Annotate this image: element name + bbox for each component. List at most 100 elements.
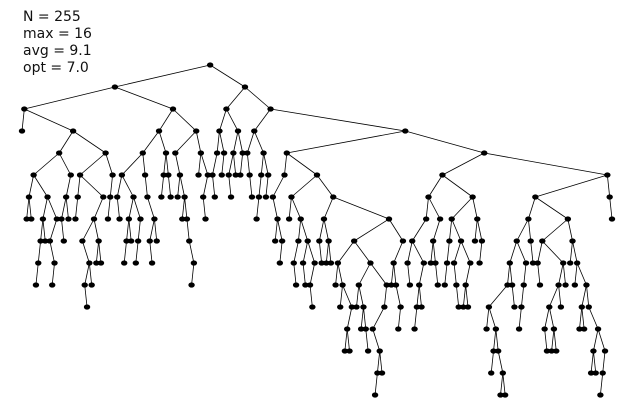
tree-node — [360, 304, 367, 310]
tree-node — [186, 238, 193, 244]
tree-edge — [181, 196, 185, 220]
tree-node — [151, 216, 158, 222]
tree-node — [469, 194, 476, 200]
tree-node — [121, 260, 128, 266]
tree-node — [453, 282, 460, 288]
tree-edge — [425, 196, 429, 220]
tree-node — [353, 304, 360, 310]
tree-edge — [562, 262, 566, 286]
tree-node — [204, 172, 212, 178]
tree-edge — [451, 218, 462, 242]
tree-edge — [121, 152, 144, 176]
tree-edge — [272, 174, 285, 198]
tree-node — [155, 128, 163, 134]
tree-node — [555, 282, 562, 288]
tree-node — [511, 304, 518, 310]
tree-edge — [237, 130, 244, 154]
tree-node — [51, 260, 58, 266]
tree-edge — [323, 196, 334, 220]
tree-node — [116, 216, 123, 222]
tree-node — [371, 392, 379, 398]
tree-node — [462, 282, 469, 288]
tree-edge — [411, 218, 427, 242]
tree-node — [165, 172, 172, 178]
tree-node — [341, 348, 349, 354]
tree-edge — [527, 218, 532, 242]
tree-node — [167, 194, 174, 200]
tree-node — [383, 282, 390, 288]
tree-edge — [435, 262, 439, 286]
tree-edge — [40, 218, 44, 242]
tree-node — [601, 348, 609, 354]
tree-node — [62, 194, 70, 200]
tree-node — [46, 238, 54, 244]
tree-node — [239, 150, 246, 156]
tree-node — [464, 304, 472, 310]
tree-node — [355, 282, 363, 288]
tree-node — [378, 370, 386, 376]
tree-edge — [260, 152, 264, 176]
tree-edge — [165, 152, 169, 176]
tree-edge — [488, 306, 497, 330]
tree-node — [306, 282, 314, 288]
tree-edge — [376, 350, 381, 374]
tree-node — [330, 194, 337, 200]
tree-node — [290, 260, 297, 266]
tree-edge — [75, 196, 79, 220]
tree-edge — [24, 86, 116, 110]
tree-node — [488, 370, 495, 376]
tree-edge — [497, 350, 504, 374]
tree-edge — [511, 284, 515, 308]
tree-node — [237, 172, 244, 178]
tree-edge — [535, 174, 608, 198]
tree-edge — [149, 218, 155, 242]
tree-edge — [228, 152, 234, 176]
tree-node — [123, 238, 130, 244]
tree-edge — [82, 218, 95, 242]
tree-edge — [128, 218, 132, 242]
max-depth-label: max = 16 — [23, 26, 92, 42]
tree-edge — [184, 196, 188, 220]
tree-node — [364, 348, 372, 354]
tree-node — [30, 172, 37, 178]
tree-edge — [530, 240, 534, 264]
tree-node — [597, 392, 604, 398]
tree-node — [494, 348, 502, 354]
tree-edge — [179, 174, 185, 198]
tree-node — [604, 172, 611, 178]
tree-edge — [588, 306, 599, 330]
tree-edge — [418, 284, 422, 308]
tree-edge — [288, 196, 292, 220]
tree-node — [153, 238, 160, 244]
tree-edge — [353, 218, 390, 242]
tree-node — [241, 84, 249, 90]
tree-edge — [602, 350, 606, 374]
tree-node — [216, 128, 223, 134]
tree-edge — [232, 130, 239, 154]
tree-edge — [446, 240, 450, 264]
tree-edge — [309, 262, 316, 286]
tree-node — [455, 304, 462, 310]
tree-node — [499, 370, 507, 376]
tree-edge — [430, 240, 434, 264]
tree-node — [81, 282, 88, 288]
tree-node — [269, 194, 277, 200]
tree-edge — [158, 130, 167, 154]
tree-node — [132, 260, 140, 266]
tree-edge — [488, 284, 508, 308]
tree-edge — [353, 240, 371, 264]
tree-edge — [442, 174, 473, 198]
tree-node — [346, 348, 353, 354]
tree-edge — [486, 306, 490, 330]
tree-edge — [490, 350, 494, 374]
tree-edge — [358, 262, 371, 286]
tree-edge — [253, 130, 264, 154]
tree-node — [460, 304, 467, 310]
tree-edge — [542, 218, 569, 242]
tree-node — [578, 304, 586, 310]
tree-node — [404, 260, 411, 266]
tree-node — [297, 216, 304, 222]
tree-edge — [202, 174, 209, 198]
tree-edge — [502, 372, 506, 396]
tree-edge — [581, 306, 585, 330]
